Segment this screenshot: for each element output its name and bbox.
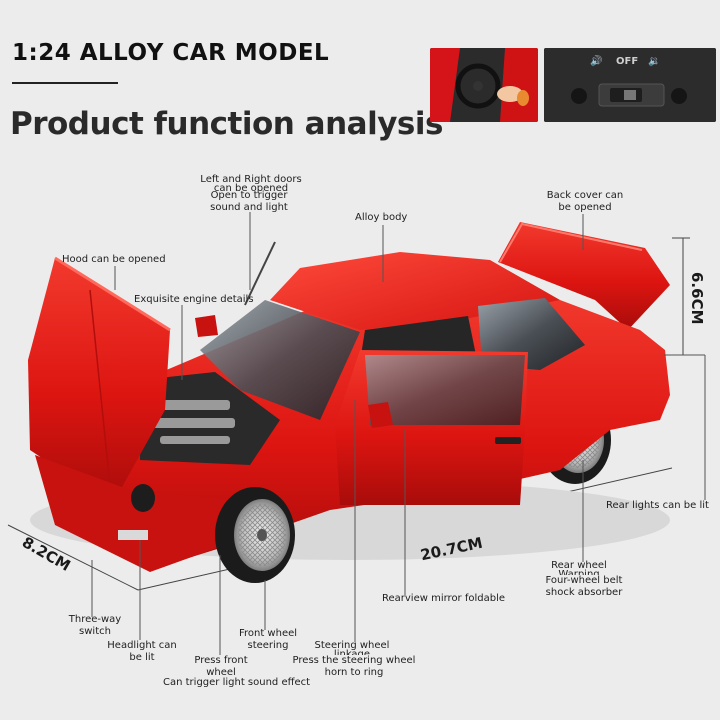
label-back-cover: Back cover can be opened (546, 190, 624, 213)
label-steering-wheel: Steering wheel linkage (314, 640, 390, 660)
label-three-way: Three-way switch (68, 614, 122, 637)
label-front-wheel: Front wheel steering (238, 628, 298, 651)
steering-wheel-photo (430, 48, 538, 122)
label-alloy-body: Alloy body (355, 212, 408, 223)
leader-lines (91, 212, 706, 655)
dimension-height: 6.6CM (688, 272, 706, 325)
label-headlight: Headlight can be lit (107, 640, 177, 663)
switch-inset: 🔊 OFF 🔉 (544, 48, 716, 122)
steering-wheel-inset (430, 48, 538, 122)
switch-off-label: OFF (616, 56, 639, 67)
page-title: 1:24 ALLOY CAR MODEL (12, 40, 330, 66)
label-doors: Left and Right doors can be opened (200, 174, 302, 194)
title-divider (12, 82, 118, 84)
label-rear-lights: Rear lights can be lit (606, 500, 709, 511)
label-press-steering: Press the steering wheel horn to ring (288, 655, 420, 679)
front-wheel (215, 487, 295, 583)
page-subtitle: Product function analysis (10, 106, 443, 142)
label-press-front: Press front wheel (194, 655, 248, 678)
switch-low-mark: 🔉 (648, 56, 661, 67)
switch-sound-mark: 🔊 (590, 56, 603, 67)
label-hood: Hood can be opened (62, 254, 166, 265)
label-trigger-light: Can trigger light sound effect (163, 677, 311, 688)
label-rear-wheel: Rear wheel Warping (551, 560, 607, 580)
label-trigger: Open to trigger sound and light (210, 190, 288, 213)
label-shock: Four-wheel belt shock absorber (536, 575, 632, 599)
label-engine: Exquisite engine details (134, 294, 254, 305)
label-mirror: Rearview mirror foldable (382, 593, 506, 604)
switch-photo (544, 48, 716, 122)
